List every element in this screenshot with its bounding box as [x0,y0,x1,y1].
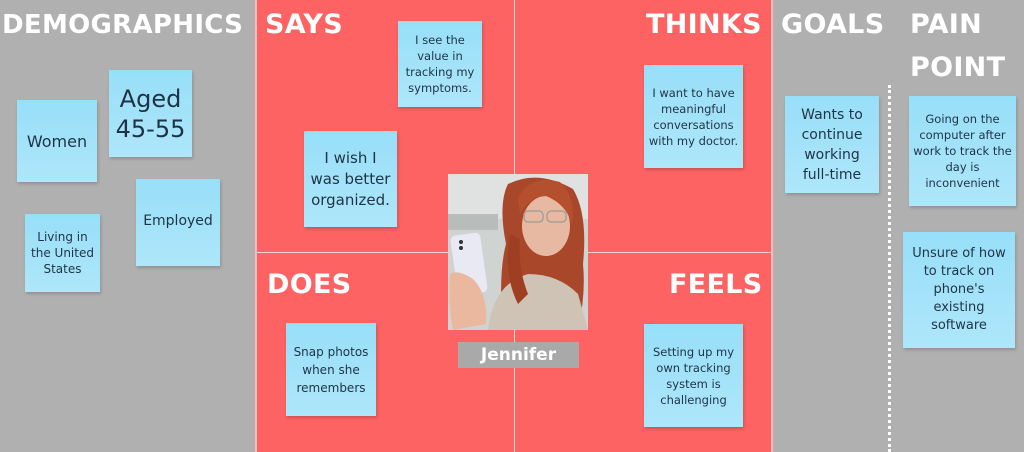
sticky-note-employed[interactable]: Employed [136,179,220,266]
thinks-heading: THINKS [646,9,762,40]
goals-panel: GOALS Wants to continue working full-tim… [773,0,887,452]
sticky-note-text: Living in the United States [31,230,94,276]
persona-photo-illustration [448,174,588,330]
sticky-note-says-organized[interactable]: I wish I was better organized. [304,131,397,227]
sticky-note-aged[interactable]: Aged 45-55 [109,70,192,157]
sticky-note-pain-phone[interactable]: Unsure of how to track on phone's existi… [903,232,1015,348]
sticky-note-text: I wish I was better organized. [310,148,391,209]
sticky-note-living[interactable]: Living in the United States [25,214,100,292]
empathy-map-panel: SAYS I see the value in tracking my symp… [256,0,773,452]
pain-point-panel: PAIN POINT Going on the computer after w… [891,0,1024,452]
sticky-note-text: Setting up my own tracking system is cha… [652,344,735,407]
sticky-note-text: I see the value in tracking my symptoms. [405,33,475,95]
pain-point-heading-line2: POINT [910,52,1006,83]
sticky-note-text: Employed [143,213,213,229]
demographics-panel: DEMOGRAPHICS Women Aged 45-55 Living in … [0,0,256,452]
sticky-note-does-photos[interactable]: Snap photos when she remembers [286,323,376,416]
says-heading: SAYS [265,9,343,40]
sticky-note-text: Wants to continue working full-time [801,106,863,183]
pain-point-heading-line1: PAIN [910,9,983,40]
does-heading: DOES [267,269,352,300]
sticky-note-text: Snap photos when she remembers [293,344,369,395]
goals-heading: GOALS [781,9,885,40]
sticky-note-feels-challenging[interactable]: Setting up my own tracking system is cha… [644,324,743,427]
sticky-note-text: I want to have meaningful conversations … [648,85,739,148]
sticky-note-text: Aged 45-55 [115,84,186,143]
sticky-note-text: Unsure of how to track on phone's existi… [912,246,1006,333]
dotted-separator [888,85,891,452]
persona-photo [448,174,588,330]
sticky-note-text: Women [26,131,88,151]
persona-name-tag: Jennifer [458,342,579,368]
feels-heading: FEELS [669,269,763,300]
sticky-note-pain-computer[interactable]: Going on the computer after work to trac… [909,96,1016,206]
sticky-note-text: Going on the computer after work to trac… [913,112,1012,190]
demographics-heading: DEMOGRAPHICS [2,10,244,40]
sticky-note-thinks-doctor[interactable]: I want to have meaningful conversations … [644,65,743,168]
sticky-note-goals-working[interactable]: Wants to continue working full-time [785,96,879,193]
column-border-left [255,0,257,452]
column-border-right [771,0,773,452]
sticky-note-says-value[interactable]: I see the value in tracking my symptoms. [398,21,482,107]
sticky-note-women[interactable]: Women [17,100,97,182]
